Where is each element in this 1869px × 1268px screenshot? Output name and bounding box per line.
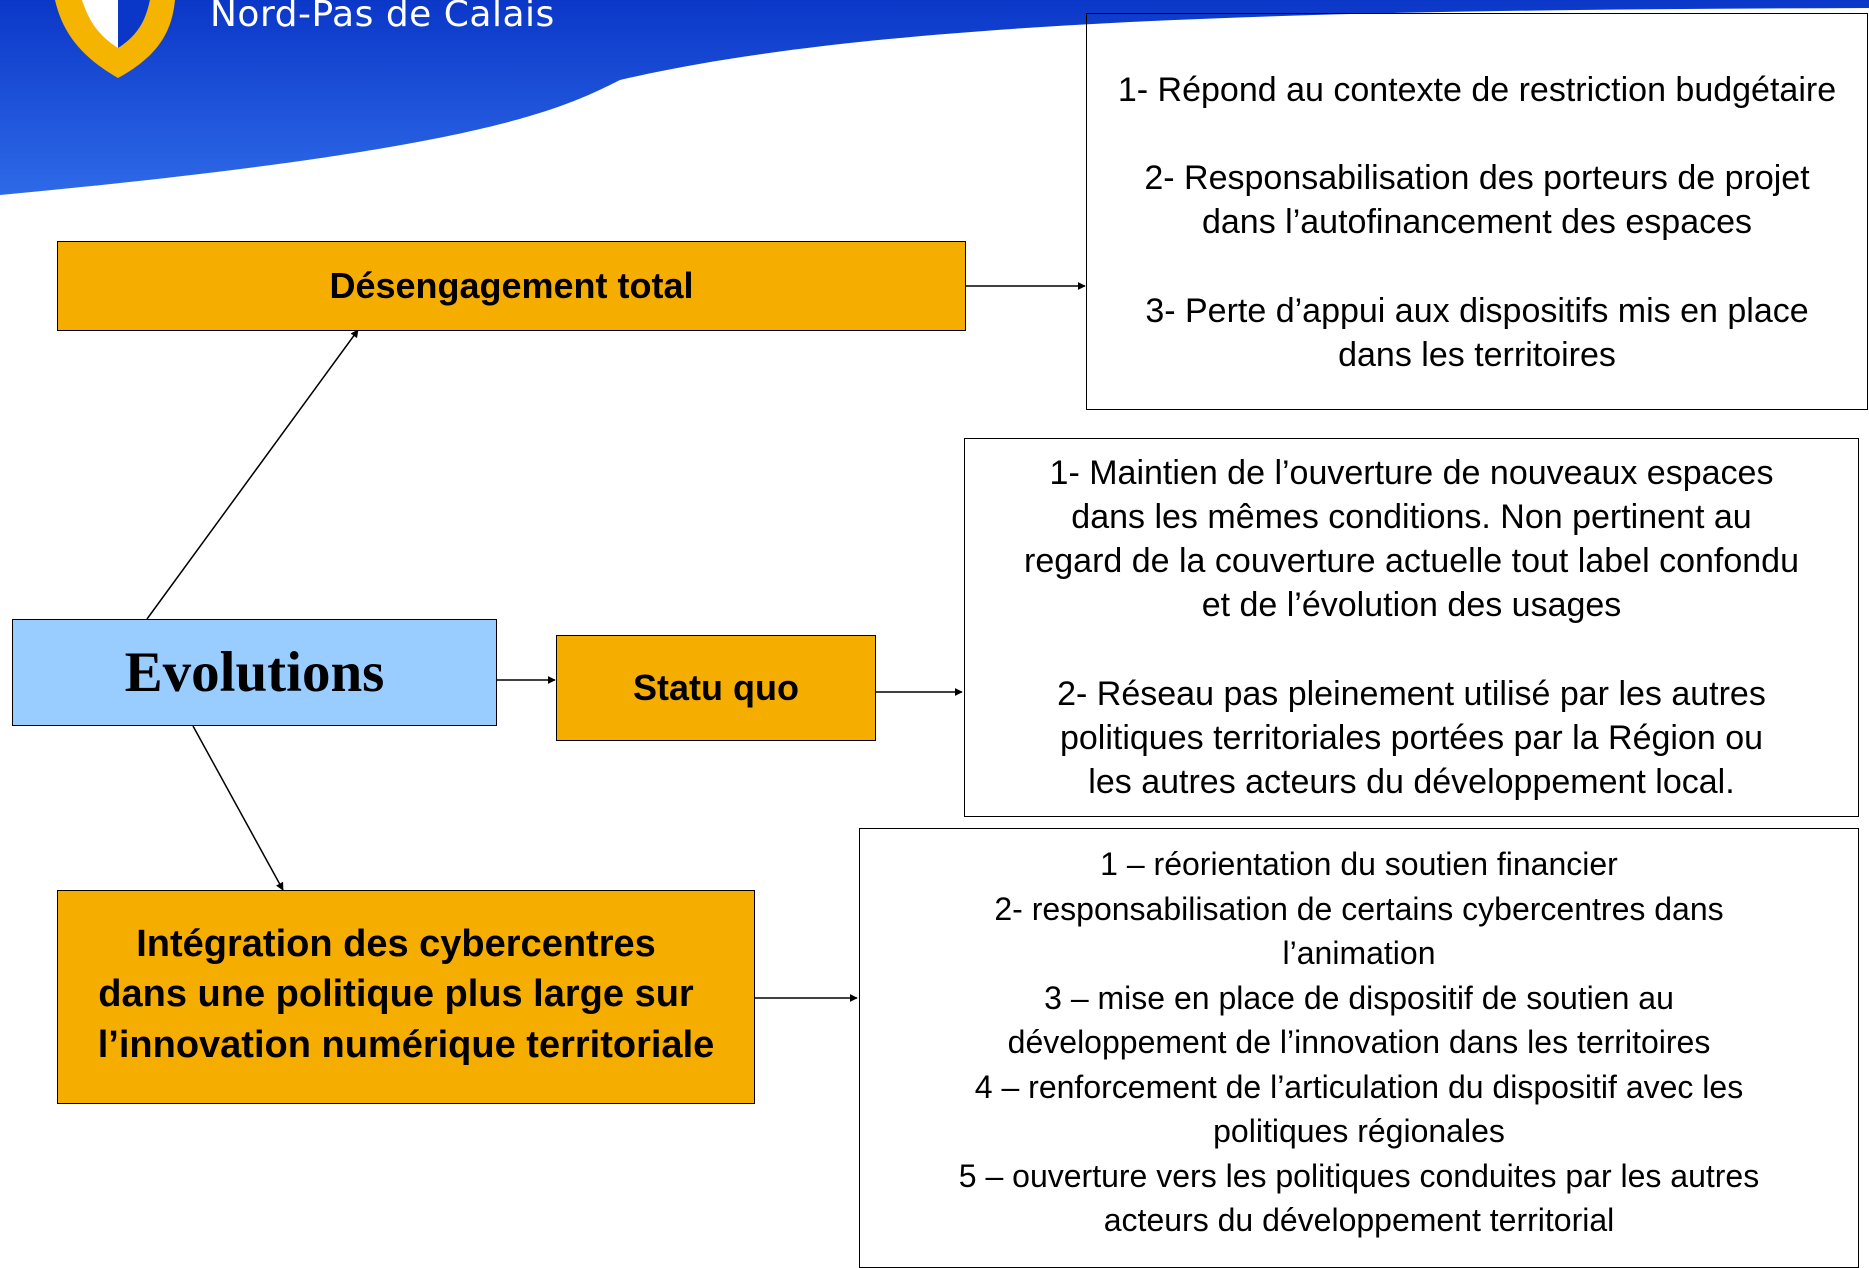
statu-quo-detail-1d: et de l’évolution des usages xyxy=(1201,586,1622,624)
integration-detail-2: 2- responsabilisation de certains cyberc… xyxy=(994,891,1724,927)
integration-detail-3: 3 – mise en place de dispositif de souti… xyxy=(1044,980,1674,1016)
integration-detail-5: 5 – ouverture vers les politiques condui… xyxy=(958,1158,1760,1194)
integration-detail-3b: développement de l’innovation dans les t… xyxy=(1007,1024,1711,1060)
statu-quo-detail-2c: les autres acteurs du développement loca… xyxy=(1088,763,1735,801)
integration-details-box: 1 – réorientation du soutien financier 2… xyxy=(859,828,1859,1268)
header-band xyxy=(0,0,1869,195)
evolutions-label: Evolutions xyxy=(124,641,385,704)
logo-text: Nord-Pas de Calais xyxy=(210,0,555,35)
statu-quo-details-box: 1- Maintien de l’ouverture de nouveaux e… xyxy=(964,438,1859,817)
statu-quo-detail-2: 2- Réseau pas pleinement utilisé par les… xyxy=(1057,675,1766,713)
statu-quo-label: Statu quo xyxy=(633,667,799,708)
desengagement-detail-2b: dans l’autofinancement des espaces xyxy=(1201,203,1753,241)
arrow-evolutions-to-integration xyxy=(192,725,284,891)
statu-quo-detail-1b: dans les mêmes conditions. Non pertinent… xyxy=(1071,498,1752,536)
desengagement-label: Désengagement total xyxy=(329,265,694,306)
header-band-shape xyxy=(0,0,1869,195)
integration-detail-1: 1 – réorientation du soutien financier xyxy=(1100,846,1618,882)
desengagement-detail-3b: dans les territoires xyxy=(1338,336,1616,374)
desengagement-detail-2: 2- Responsabilisation des porteurs de pr… xyxy=(1144,159,1810,197)
integration-detail-4b: politiques régionales xyxy=(1213,1113,1505,1149)
statu-quo-detail-2b: politiques territoriales portées par la … xyxy=(1059,719,1764,757)
statu-quo-detail-1c: regard de la couverture actuelle tout la… xyxy=(1024,542,1799,580)
integration-detail-4: 4 – renforcement de l’articulation du di… xyxy=(974,1069,1744,1105)
integration-label-line-1: Intégration des cybercentres xyxy=(136,923,656,965)
desengagement-detail-1: 1- Répond au contexte de restriction bud… xyxy=(1117,71,1837,109)
shield-icon xyxy=(55,0,175,78)
desengagement-node: Désengagement total xyxy=(57,241,966,331)
desengagement-details-box: 1- Répond au contexte de restriction bud… xyxy=(1086,13,1868,410)
integration-detail-2b: l’animation xyxy=(1282,935,1436,971)
integration-detail-5b: acteurs du développement territorial xyxy=(1103,1202,1615,1238)
integration-node: Intégration des cybercentres dans une po… xyxy=(57,890,755,1104)
statu-quo-node: Statu quo xyxy=(556,635,876,741)
evolutions-node: Evolutions xyxy=(12,619,497,726)
arrow-evolutions-to-desengagement xyxy=(146,329,359,620)
desengagement-detail-3: 3- Perte d’appui aux dispositifs mis en … xyxy=(1145,292,1809,330)
integration-label-line-2: dans une politique plus large sur xyxy=(98,973,694,1015)
statu-quo-detail-1: 1- Maintien de l’ouverture de nouveaux e… xyxy=(1049,454,1774,492)
integration-label-line-3: l’innovation numérique territoriale xyxy=(97,1024,715,1066)
